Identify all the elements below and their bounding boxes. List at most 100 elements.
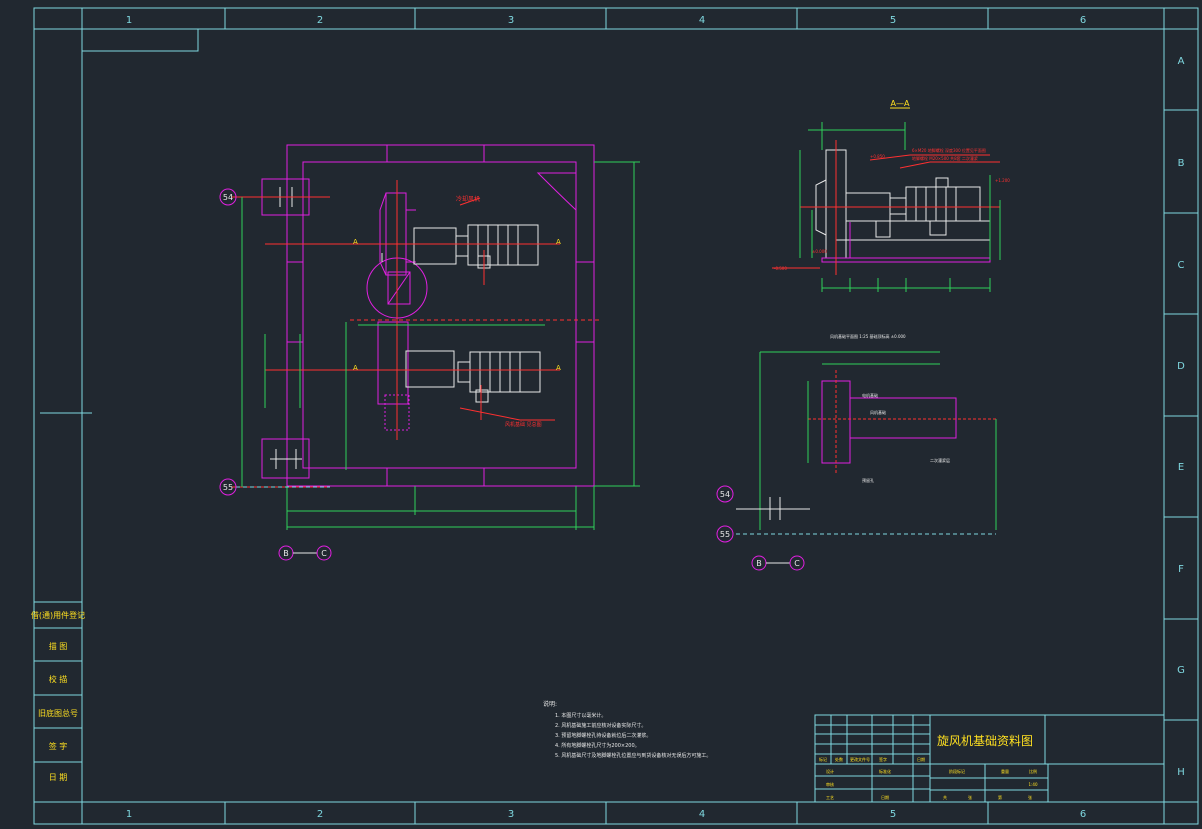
title-block	[814, 714, 1165, 803]
note-item: 5. 风机基础尺寸及地脚螺栓孔位置应与到货设备核对无误后方可施工。	[555, 752, 711, 759]
outer-border	[33, 7, 1199, 825]
note-item: 3. 预留地脚螺栓孔待设备就位后二次灌浆。	[555, 732, 651, 739]
plan-view: 54 55 B C A A A A 冷却风机 风机基础 见总图	[219, 144, 640, 561]
foundation-label: 风机基础 见总图	[505, 421, 542, 428]
drawing-notes: 说明: 1. 本图尺寸以毫米计。 2. 风机基础施工前应核对设备实际尺寸。 3.…	[543, 700, 711, 759]
row-label: F	[1178, 564, 1184, 575]
tb-scale: 1:40	[1029, 782, 1038, 787]
foundation-outline	[821, 380, 957, 464]
motor-label: 冷却风机	[456, 195, 480, 203]
col-label-bottom: 1	[126, 809, 132, 820]
col-label-bottom: 3	[508, 809, 514, 820]
col-label-top: 5	[890, 15, 896, 26]
tb-cell: 签字	[879, 756, 887, 762]
panel-cell: 日 期	[49, 773, 68, 782]
col-label-top: 6	[1080, 15, 1086, 26]
foundation-plan: 风机基础平面图 1:25 基础顶标高 ±0.000 54 55 B	[716, 333, 997, 571]
ref-c-label: C	[794, 559, 800, 568]
left-side-panel	[33, 601, 83, 803]
tb-cell: 处数	[835, 756, 843, 762]
foundation-centerlines	[808, 370, 996, 475]
section-notes: 6×M20 地脚螺栓 深度300 位置见平面图 地脚螺栓 M20×500 共8套…	[774, 147, 1010, 271]
tb-cell: 设计	[826, 768, 834, 774]
level-mark: ±0.000	[812, 249, 827, 254]
axis-54-label: 54	[223, 193, 233, 202]
ref-b-label: B	[283, 549, 289, 558]
col-label-top: 1	[126, 15, 132, 26]
section-view: A—A	[772, 99, 1010, 292]
axis-54-label: 54	[720, 490, 730, 499]
pit-walls	[261, 144, 595, 487]
column-pad-bottom	[261, 438, 310, 479]
foundation-label: 风机基础	[870, 409, 886, 415]
drawing-title: 旋风机基础资料图	[937, 734, 1033, 748]
row-label: E	[1178, 462, 1184, 473]
note-item: 2. 风机基础施工前应核对设备实际尺寸。	[555, 722, 646, 729]
tb-cell: 重量	[1001, 768, 1009, 774]
foundation-labels: 电机基础 风机基础 二次灌浆层 预留孔	[862, 392, 950, 483]
panel-cell: 校 描	[49, 674, 68, 684]
section-dimensions	[799, 122, 1001, 292]
col-label-bottom: 6	[1080, 809, 1086, 820]
panel-cell: 签 字	[49, 741, 68, 751]
ref-c-label: C	[321, 549, 327, 558]
tb-cell: 张	[1028, 794, 1032, 800]
panel-cell: 描 图	[49, 641, 68, 651]
level-mark: +1.200	[995, 178, 1010, 183]
section-foundation	[821, 222, 991, 263]
row-label: D	[1177, 361, 1185, 372]
row-labels: A B C D E F G H	[1177, 56, 1185, 778]
column-labels: 1 2 3 4 5 6 1 2 3 4 5 6	[126, 15, 1086, 820]
row-label: A	[1178, 56, 1185, 67]
section-centerlines	[772, 140, 1000, 275]
tb-cell: 张	[968, 794, 972, 800]
foundation-dimensions	[759, 351, 997, 530]
tb-cell: 比例	[1029, 768, 1037, 774]
col-label-bottom: 2	[317, 809, 323, 820]
axis-55-label: 55	[223, 483, 233, 492]
note-item: 1. 本图尺寸以毫米计。	[555, 712, 606, 719]
tb-cell: 标准化	[879, 768, 891, 774]
col-label-top: 2	[317, 15, 323, 26]
section-marker-a: A	[353, 364, 358, 372]
axis-55-label: 55	[720, 530, 730, 539]
section-motor	[905, 186, 981, 222]
tb-cell: 更改文件号	[850, 756, 870, 762]
tb-cell: 日期	[917, 756, 925, 762]
section-marker-a: A	[556, 364, 561, 372]
section-note: 6×M20 地脚螺栓 深度300 位置见平面图	[912, 147, 986, 153]
foundation-label: 电机基础	[862, 392, 878, 398]
ref-b-label: B	[756, 559, 762, 568]
level-mark: +0.850	[870, 154, 885, 159]
inner-border	[81, 28, 1165, 803]
row-label: B	[1178, 158, 1185, 169]
lower-coupling-box	[405, 350, 455, 388]
tb-cell: 共	[943, 794, 947, 800]
foundation-label: 二次灌浆层	[930, 457, 950, 463]
foundation-axis-bubbles: 54 55 B C	[716, 485, 805, 571]
plan-axis-bubbles: 54 55 B C	[219, 188, 332, 561]
left-panel-text: 借(通)用件登记 描 图 校 描 旧底图总号 签 字 日 期	[31, 610, 85, 782]
section-marker-a: A	[353, 238, 358, 246]
drawing-frame	[33, 7, 1199, 825]
row-label: C	[1178, 260, 1185, 271]
tb-cell: 阶段标记	[949, 768, 965, 774]
section-note: 地脚螺栓 M20×500 共8套 二次灌浆	[912, 155, 978, 161]
tb-cell: 审核	[826, 781, 834, 787]
section-markers: A A A A	[353, 238, 561, 372]
plan-dimensions	[241, 161, 640, 530]
upper-coupling-box	[413, 227, 457, 265]
col-label-bottom: 5	[890, 809, 896, 820]
section-title: A—A	[891, 99, 910, 108]
panel-cell: 借(通)用件登记	[31, 610, 85, 620]
col-label-top: 4	[699, 15, 705, 26]
tb-cell: 工艺	[826, 795, 834, 800]
tb-cell: 第	[998, 794, 1002, 800]
section-equipment	[815, 149, 990, 259]
row-label: H	[1177, 767, 1185, 778]
col-label-bottom: 4	[699, 809, 705, 820]
tb-cell: 标记	[819, 756, 827, 762]
tb-cell: 日期	[881, 794, 889, 800]
